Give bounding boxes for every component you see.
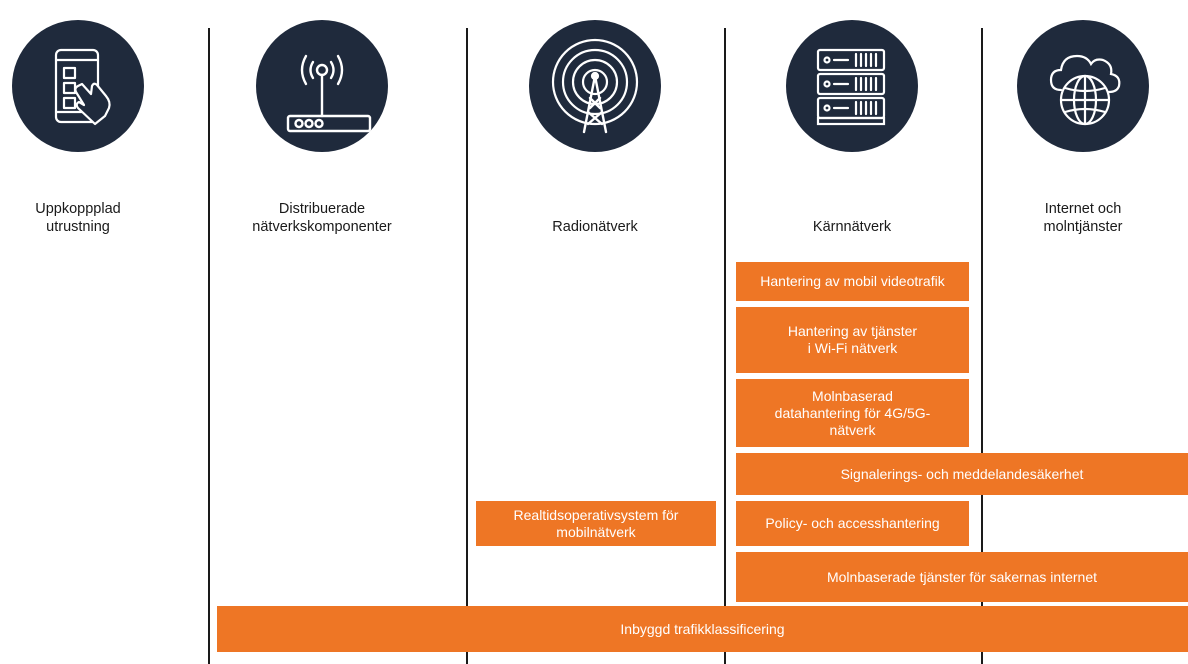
column-label-radio-network: Radionätverk — [552, 219, 638, 235]
column-label-connected-devices: Uppkoppplad utrustning — [35, 201, 121, 235]
column-divider — [724, 28, 726, 664]
box-iot-cloud-services: Molnbaserade tjänster för sakernas inter… — [736, 552, 1188, 602]
column-divider — [208, 28, 210, 664]
box-cloud-data-management: Molnbaserad datahantering för 4G/5G- nät… — [736, 379, 969, 447]
column-divider — [981, 28, 983, 664]
box-policy-access: Policy- och accesshantering — [736, 501, 969, 546]
radio-tower-icon — [529, 20, 661, 152]
column-label-distributed-components: Distribuerade nätverkskomponenter — [252, 201, 392, 235]
box-signaling-security: Signalerings- och meddelandesäkerhet — [736, 453, 1188, 495]
column-label-core-network: Kärnnätverk — [812, 219, 892, 235]
router-icon — [256, 20, 388, 152]
box-wifi-service-management: Hantering av tjänster i Wi-Fi nätverk — [736, 307, 969, 373]
column-divider — [466, 28, 468, 664]
cloud-globe-icon — [1017, 20, 1149, 152]
smartphone-touch-icon — [12, 20, 144, 152]
box-traffic-classification: Inbyggd trafikklassificering — [217, 606, 1188, 652]
column-label-internet-cloud: Internet och molntjänster — [1043, 201, 1123, 235]
box-mobile-video-traffic: Hantering av mobil videotrafik — [736, 262, 969, 301]
box-rtos: Realtidsoperativsystem för mobilnätverk — [476, 501, 716, 546]
server-rack-icon — [786, 20, 918, 152]
